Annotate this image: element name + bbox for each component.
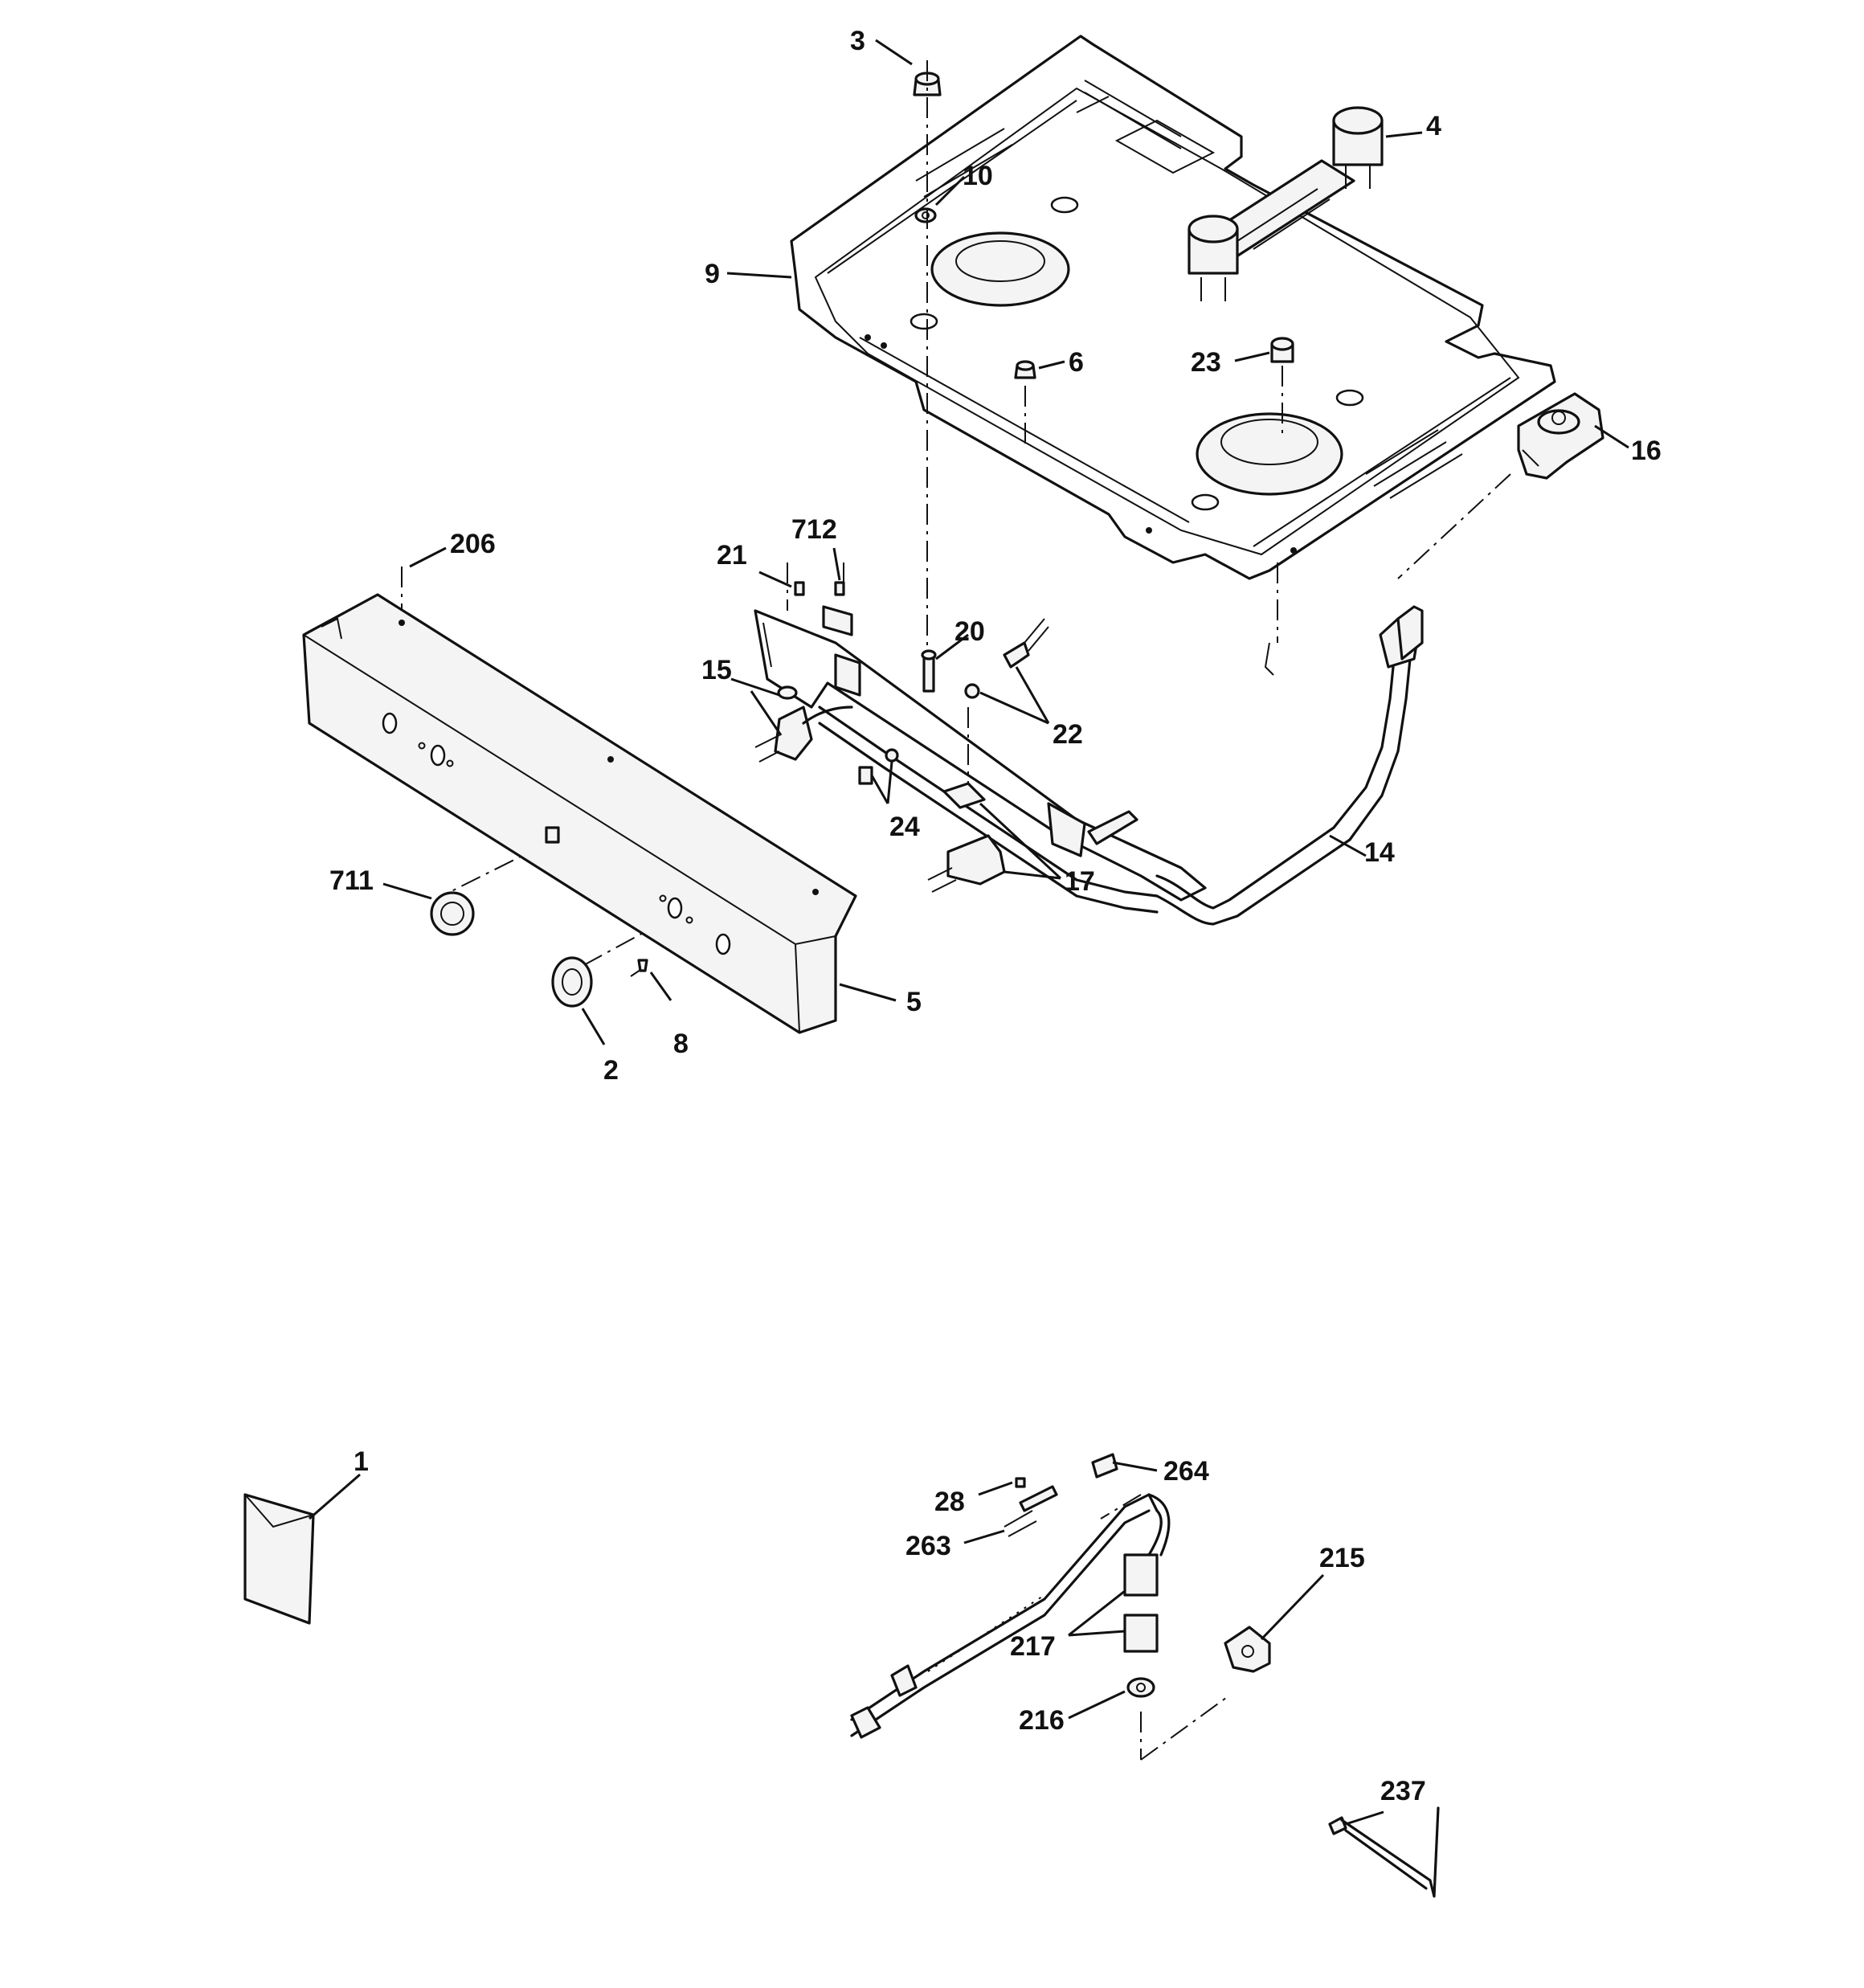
callout-14: 14 xyxy=(1364,837,1395,868)
callout-711: 711 xyxy=(329,865,374,896)
callout-22: 22 xyxy=(1053,719,1083,750)
callout-263: 263 xyxy=(905,1531,951,1561)
callout-1: 1 xyxy=(354,1446,369,1477)
callout-15: 15 xyxy=(701,655,732,685)
callout-9: 9 xyxy=(705,259,720,289)
burner-box xyxy=(790,35,1556,580)
callout-4: 4 xyxy=(1426,111,1441,141)
callout-8: 8 xyxy=(673,1029,689,1059)
callout-3: 3 xyxy=(850,26,865,56)
callout-23: 23 xyxy=(1191,347,1221,378)
callout-216: 216 xyxy=(1019,1705,1065,1736)
callout-21: 21 xyxy=(717,540,747,571)
callout-labels: 3 4 10 9 6 23 16 206 21 712 20 15 22 24 … xyxy=(329,26,1662,1806)
bracket-16 xyxy=(1517,392,1604,480)
leader-lines xyxy=(309,39,1629,1826)
callout-264: 264 xyxy=(1163,1456,1209,1487)
callout-215: 215 xyxy=(1319,1543,1365,1573)
callout-6: 6 xyxy=(1069,347,1084,378)
callout-217: 217 xyxy=(1010,1631,1056,1662)
alignment-lines xyxy=(401,60,1511,1761)
callout-10: 10 xyxy=(963,161,993,191)
callout-20: 20 xyxy=(954,616,985,647)
callout-5: 5 xyxy=(906,987,922,1017)
callout-712: 712 xyxy=(791,514,837,545)
callout-24: 24 xyxy=(889,812,920,842)
gas-manifold xyxy=(754,581,1424,926)
callout-16: 16 xyxy=(1631,436,1662,466)
surface-burner-assembly xyxy=(1187,106,1384,301)
callout-28: 28 xyxy=(934,1487,965,1517)
callout-2: 2 xyxy=(603,1055,619,1086)
control-panel xyxy=(302,593,857,1034)
callout-17: 17 xyxy=(1065,866,1095,897)
callout-206: 206 xyxy=(450,529,496,559)
literature-envelope xyxy=(243,1493,315,1625)
oven-burner-assembly xyxy=(850,1453,1440,1898)
fasteners-top xyxy=(913,72,1294,379)
knobs xyxy=(430,891,648,1008)
callout-237: 237 xyxy=(1380,1776,1426,1806)
